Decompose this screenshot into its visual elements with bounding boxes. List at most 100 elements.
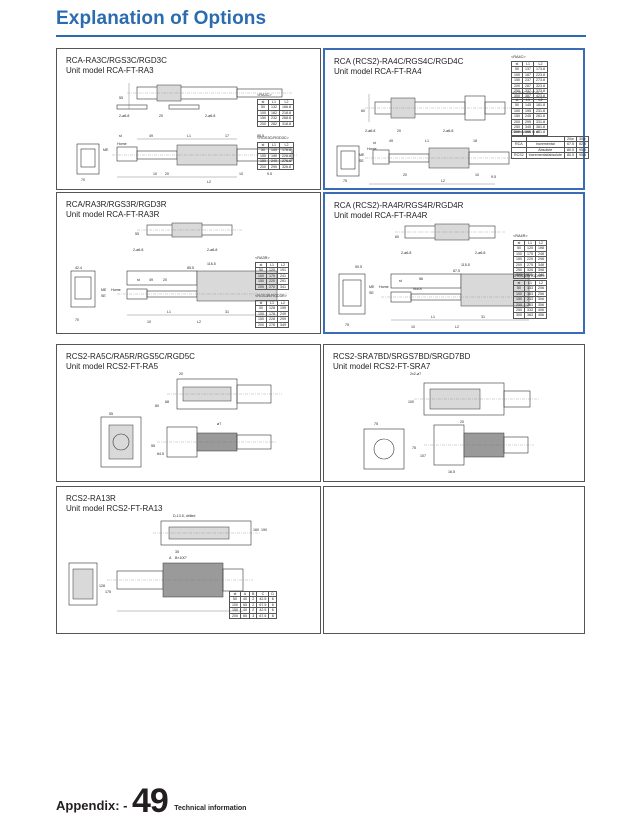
table-header-cell: 30w bbox=[575, 135, 589, 143]
dim-label: Home bbox=[111, 288, 121, 292]
dim-label: 85.5 bbox=[187, 266, 194, 270]
dim-label: 70 bbox=[75, 318, 79, 322]
panel-heading: RCA (RCS2)-RA4C/RGS4C/RGD4C Unit model R… bbox=[334, 57, 463, 77]
table-caption: Dimensions in m bbox=[511, 130, 540, 134]
dim-label: 75 bbox=[374, 422, 378, 426]
series-name: RCA-RA3C/RGS3C/RGD3C bbox=[66, 56, 167, 65]
dim-label: 20 bbox=[159, 114, 163, 118]
unit-model: Unit model RCS2-FT-RA5 bbox=[66, 362, 159, 371]
table-cell: 273.8 bbox=[533, 77, 548, 84]
table-caption: <RA3C> bbox=[257, 93, 272, 97]
dim-label: st bbox=[373, 141, 376, 145]
table-cell: 249 bbox=[277, 310, 289, 318]
dim-label: L1 bbox=[187, 134, 191, 138]
table-cell: 270 bbox=[266, 283, 278, 291]
table-caption: <RA4C> bbox=[511, 55, 526, 59]
dim-label: 128 bbox=[99, 584, 105, 588]
dim-label: 17 bbox=[225, 134, 229, 138]
table-cell: 200 bbox=[229, 612, 241, 620]
table-cell: 383 bbox=[524, 312, 536, 319]
table-cell: 223.8 bbox=[533, 71, 548, 79]
table-cell: 198 bbox=[535, 245, 547, 252]
dim-label: L2 bbox=[207, 180, 211, 184]
dim-label: 175 bbox=[105, 590, 111, 594]
table-cell: 331.8 bbox=[533, 118, 548, 126]
table-cell: 268.8 bbox=[279, 115, 294, 122]
dimension-drawing: 20 80 68 55 ø7 55 84.5 bbox=[100, 372, 282, 468]
panel-rcs2-ra13: RCS2-RA13R Unit model RCS2-FT-RA13 D-13.… bbox=[56, 486, 321, 634]
dim-label: ø7 bbox=[217, 422, 221, 426]
series-name: RCA/RA3R/RGS3R/RGD3R bbox=[66, 200, 167, 209]
dim-label: ME bbox=[369, 285, 375, 289]
table-cell: 300 bbox=[513, 312, 525, 319]
dim-label: 107 bbox=[420, 454, 426, 458]
dim-label: 49 bbox=[149, 278, 153, 282]
dim-label: 35 bbox=[175, 550, 179, 554]
table-cell: 231.8 bbox=[533, 107, 548, 115]
table-cell: RCS2 bbox=[511, 152, 527, 159]
table-cell: 226.8 bbox=[279, 152, 294, 160]
dim-label: 20 bbox=[165, 172, 169, 176]
dim-label: A bbox=[169, 556, 172, 560]
unit-model: Unit model RCA-FT-RA4 bbox=[334, 67, 422, 76]
table-cell: 298 bbox=[535, 256, 547, 263]
series-name: RCS2-RA13R bbox=[66, 494, 116, 503]
table-cell: 200 bbox=[257, 163, 269, 171]
dim-label: L1 bbox=[431, 315, 435, 319]
table-cell: 276.8 bbox=[279, 158, 294, 165]
panel-rca-ra3c: RCA-RA3C/RGS3C/RGD3C Unit model RCA-FT-R… bbox=[56, 48, 321, 190]
table-cell: 65 bbox=[240, 612, 250, 620]
table-header-cell: L2 bbox=[279, 98, 294, 106]
dim-label: 2-ø6.8 bbox=[133, 248, 143, 252]
table-cell: 323.8 bbox=[533, 82, 548, 90]
table-caption: <RGS3R/RGD3R> bbox=[255, 294, 287, 298]
panel-heading: RCA-RA3C/RGS3C/RGD3C Unit model RCA-FT-R… bbox=[66, 56, 167, 76]
panel-rcs2-sra7: RCS2-SRA7BD/SRGS7BD/SRGD7BD Unit model R… bbox=[323, 344, 585, 482]
panel-rca-ra3r: RCA/RA3R/RGS3R/RGD3R Unit model RCA-FT-R… bbox=[56, 192, 321, 334]
series-name: RCS2-SRA7BD/SRGS7BD/SRGD7BD bbox=[333, 352, 471, 361]
dim-label: 50.5 bbox=[355, 265, 362, 269]
panel-heading: RCA/RA3R/RGS3R/RGD3R Unit model RCA-FT-R… bbox=[66, 200, 166, 220]
dim-label: 55 bbox=[135, 232, 139, 236]
dim-label: L2 bbox=[441, 179, 445, 183]
panel-rcs2-ra5: RCS2-RA5C/RA5R/RGS5C/RGD5C Unit model RC… bbox=[56, 344, 321, 482]
series-name: RCA (RCS2)-RA4C/RGS4C/RGD4C bbox=[334, 57, 464, 66]
dim-label: 55 bbox=[119, 96, 123, 100]
table-cell: 326.8 bbox=[279, 163, 294, 171]
dim-label: 116.5 bbox=[207, 262, 216, 266]
series-name: RCS2-RA5C/RA5R/RGS5C/RGD5C bbox=[66, 352, 195, 361]
table-cell: 200 bbox=[255, 321, 267, 329]
table-cell: 181.8 bbox=[533, 102, 548, 109]
table-header-cell: L2 bbox=[277, 299, 289, 307]
dim-label: 160 bbox=[253, 528, 259, 532]
panel-heading: RCS2-SRA7BD/SRGS7BD/SRGD7BD Unit model R… bbox=[333, 352, 470, 372]
dim-label: 2-ø6.8 bbox=[119, 114, 129, 118]
dimension-drawing: 2x2-ø7 100 75 20 16.5 75 107 bbox=[363, 372, 539, 474]
table-caption: <RGS4R/RGD4R> bbox=[513, 274, 545, 278]
table-header-cell: D bbox=[268, 590, 277, 598]
table-caption: <RA4R> bbox=[513, 234, 528, 238]
